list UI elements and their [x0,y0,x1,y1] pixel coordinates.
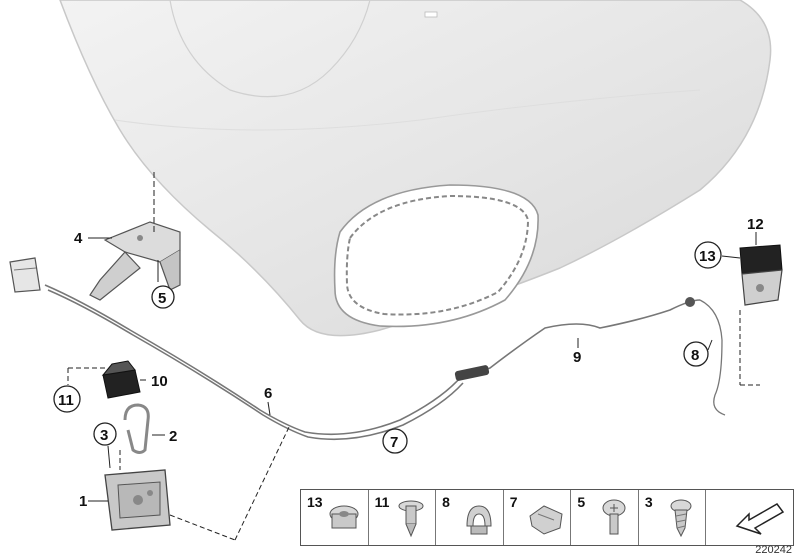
hood-latch-bracket [89,221,181,301]
release-cable [44,284,726,441]
arrow-icon [735,503,785,535]
callout-11: 11 [58,392,74,409]
callout-5: 5 [158,290,166,307]
legend-number: 5 [577,494,586,510]
callout-12: 12 [747,216,764,233]
legend-item-3: 3 [639,490,707,545]
bracket-clip-icon [529,505,563,535]
legend-item-5: 5 [571,490,639,545]
callout-3: 3 [100,427,108,444]
fastener-legend: 13 11 8 7 5 [300,489,794,546]
callout-8: 8 [691,347,699,364]
nut-icon [329,505,359,529]
expanding-rivet-icon [398,500,424,538]
legend-item-arrow [706,490,793,545]
cable-clip-icon [466,505,492,535]
legend-number: 7 [509,494,518,510]
reference-number: 220242 [755,544,792,556]
callout-10: 10 [151,373,168,390]
cable-loop [123,403,150,454]
callout-3-circle [93,422,117,446]
callout-7-circle [382,428,408,454]
callout-5-circle [151,285,175,309]
secondary-latch [739,244,783,306]
legend-number: 11 [374,494,390,510]
callout-7: 7 [390,434,398,451]
callout-1: 1 [79,493,87,510]
legend-number: 3 [644,494,653,510]
cable-sleeve [454,365,490,381]
hood [59,0,772,337]
legend-item-7: 7 [504,490,572,545]
cable-end-fitting [685,297,695,307]
legend-number: 13 [307,494,323,510]
release-handle [101,360,141,399]
legend-item-11: 11 [369,490,437,545]
callout-13-circle [694,241,722,269]
cable-holder [9,257,41,293]
self-tapping-screw-icon [670,499,692,538]
leader-lines [88,232,757,502]
callout-11-circle [53,385,81,413]
callout-2: 2 [169,428,177,445]
callout-13: 13 [699,248,716,265]
legend-item-13: 13 [301,490,369,545]
legend-number: 8 [442,494,450,510]
callout-8-circle [683,341,709,367]
legend-item-8: 8 [436,490,504,545]
lock-assembly [104,469,171,531]
callout-6: 6 [264,385,272,402]
callout-4: 4 [74,230,83,247]
screw-icon [602,499,626,535]
callout-9: 9 [573,349,581,366]
